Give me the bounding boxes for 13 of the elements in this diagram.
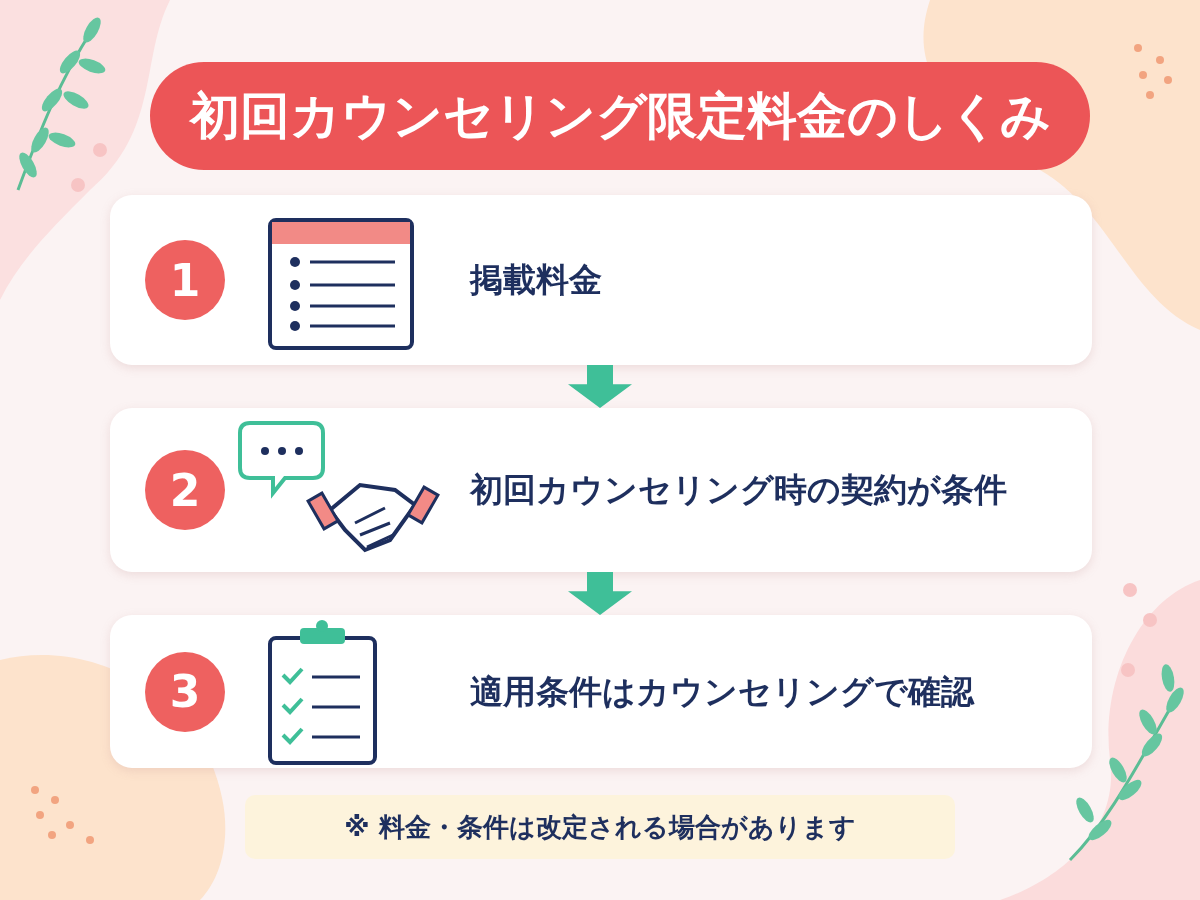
step-text: 掲載料金 xyxy=(470,259,602,301)
number-circle: 1 xyxy=(145,240,225,320)
step-text: 適用条件はカウンセリングで確認 xyxy=(470,670,974,713)
number-circle: 3 xyxy=(145,651,225,732)
down-arrow xyxy=(568,365,632,408)
step-card xyxy=(110,195,1092,365)
number-circle: 2 xyxy=(145,450,225,530)
step-card xyxy=(110,408,1092,572)
step-card xyxy=(110,615,1092,768)
title-banner: 初回カウンセリング限定料金のしくみ xyxy=(150,62,1090,170)
down-arrow xyxy=(568,572,632,615)
step-text: 初回カウンセリング時の契約が条件 xyxy=(470,469,1007,511)
note-text: ※ 料金・条件は改定される場合があります xyxy=(245,795,955,859)
